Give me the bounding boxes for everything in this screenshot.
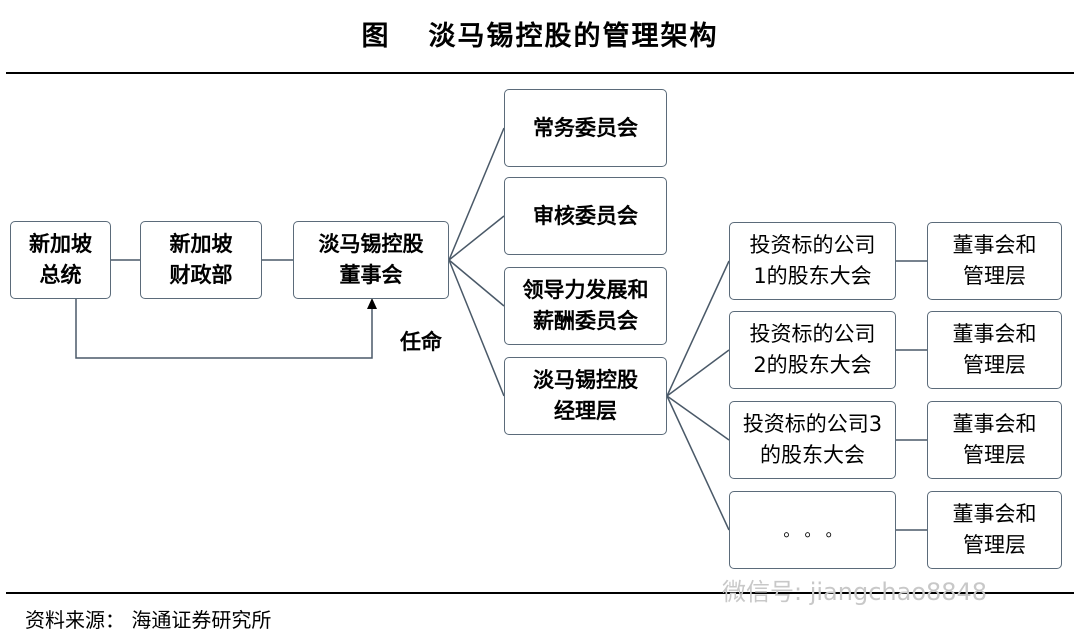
connector-board-management xyxy=(448,259,505,397)
connector-board-executive xyxy=(448,127,505,261)
figure-label: 图 xyxy=(361,21,391,52)
node-board-management-1: 董事会和管理层 xyxy=(927,222,1062,300)
node-temasek-management: 淡马锡控股经理层 xyxy=(504,357,667,435)
connector-management-sh2 xyxy=(666,349,730,397)
node-finance-ministry: 新加坡财政部 xyxy=(140,221,262,299)
node-board-management-4: 董事会和管理层 xyxy=(927,491,1062,569)
node-board-management-2: 董事会和管理层 xyxy=(927,311,1062,389)
connector-management-sh1 xyxy=(666,260,730,397)
node-executive-committee: 常务委员会 xyxy=(504,89,667,167)
node-president: 新加坡总统 xyxy=(10,221,111,299)
node-leadership-committee: 领导力发展和薪酬委员会 xyxy=(504,267,667,345)
node-temasek-board: 淡马锡控股董事会 xyxy=(293,221,449,299)
appoint-label: 任命 xyxy=(400,330,442,354)
source-note: 资料来源： 海通证券研究所 xyxy=(25,608,272,632)
watermark: 微信号: jiangchao8848 xyxy=(722,578,988,606)
appoint-arrowhead xyxy=(367,298,377,309)
connector-appoint xyxy=(75,299,373,359)
connector-management-more xyxy=(666,395,730,531)
connector-management-sh3 xyxy=(666,395,730,441)
bottom-rule xyxy=(6,592,1074,594)
node-audit-committee: 审核委员会 xyxy=(504,177,667,255)
figure-title-text: 淡马锡控股的管理架构 xyxy=(428,21,719,52)
node-shareholders-more: 。 。 。 xyxy=(729,491,896,569)
node-board-management-3: 董事会和管理层 xyxy=(927,401,1062,479)
figure-title: 图 淡马锡控股的管理架构 xyxy=(0,14,1080,53)
connector-board-audit xyxy=(448,215,505,261)
top-rule xyxy=(6,72,1074,74)
connector-board-leadership xyxy=(448,259,505,307)
